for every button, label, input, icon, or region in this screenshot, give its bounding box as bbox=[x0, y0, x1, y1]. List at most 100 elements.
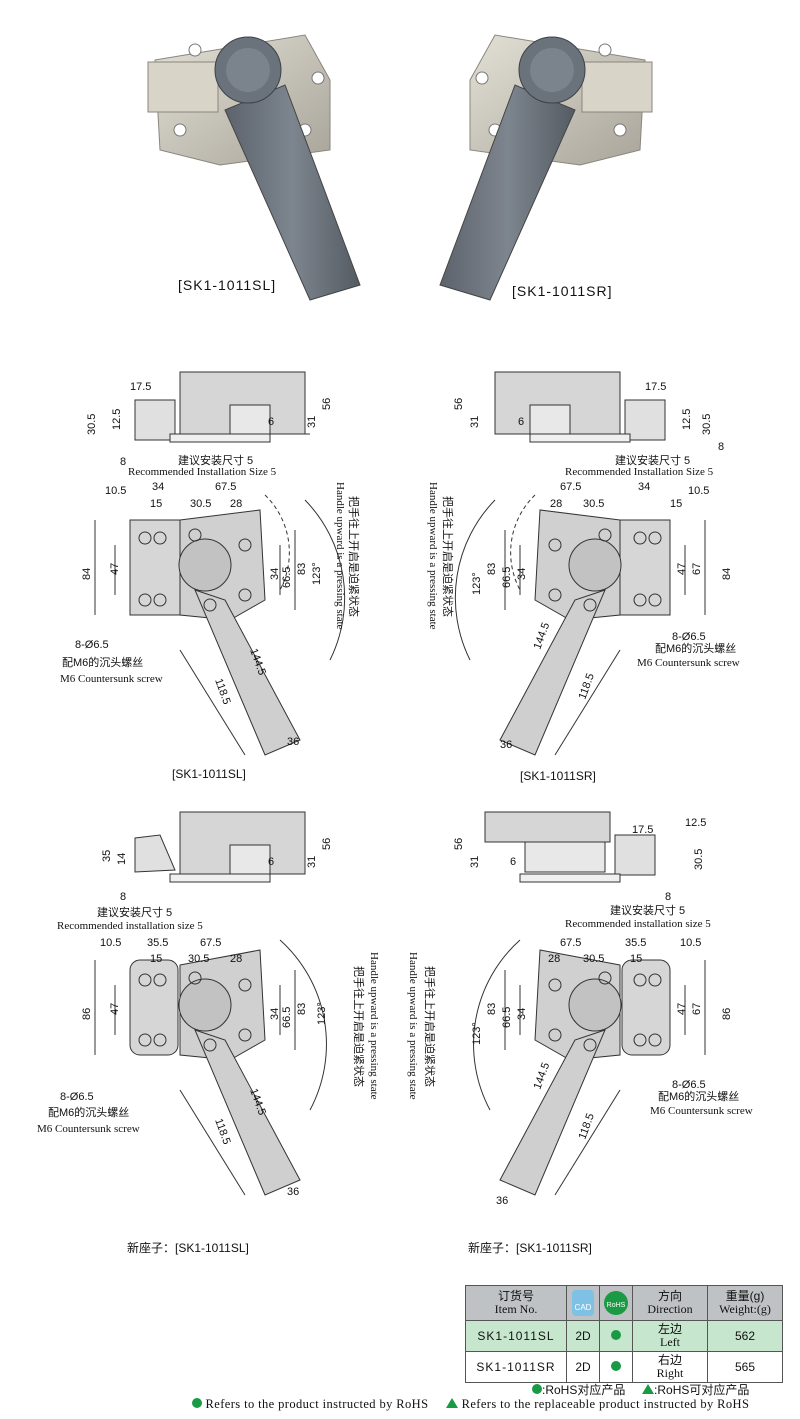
screw-cn-3: 配M6的沉头螺丝 bbox=[48, 1105, 129, 1119]
footer-legend: Refers to the product instructed by RoHS… bbox=[192, 1397, 749, 1412]
svg-text:31: 31 bbox=[306, 856, 318, 868]
cad-cell: 2D bbox=[566, 1351, 600, 1383]
install-en-3: Recommended installation size 5 bbox=[57, 920, 203, 932]
svg-text:17.5: 17.5 bbox=[645, 381, 666, 393]
svg-text:10.5: 10.5 bbox=[680, 937, 701, 949]
svg-text:144.5: 144.5 bbox=[532, 1061, 553, 1091]
latch-photo-left bbox=[147, 34, 361, 301]
table-row: SK1-1011SL 2D 左边 Left 562 bbox=[465, 1320, 783, 1352]
svg-text:83: 83 bbox=[296, 1003, 308, 1015]
svg-text:17.5: 17.5 bbox=[632, 824, 653, 836]
svg-text:83: 83 bbox=[486, 1003, 498, 1015]
svg-text:10.5: 10.5 bbox=[105, 485, 126, 497]
handle-en-1: Handle upward is a pressing state bbox=[334, 482, 346, 630]
svg-text:34: 34 bbox=[269, 1008, 281, 1020]
svg-text:30.5: 30.5 bbox=[583, 953, 604, 965]
svg-text:67: 67 bbox=[691, 1003, 703, 1015]
svg-text:31: 31 bbox=[469, 856, 481, 868]
drawing-caption-4: 新座子：[SK1-1011SR] bbox=[468, 1240, 592, 1255]
svg-text:30.5: 30.5 bbox=[583, 498, 604, 510]
screw-en-1: M6 Countersunk screw bbox=[60, 673, 163, 685]
svg-text:118.5: 118.5 bbox=[577, 672, 597, 701]
svg-text:15: 15 bbox=[150, 498, 162, 510]
svg-text:36: 36 bbox=[287, 1186, 299, 1198]
svg-text:47: 47 bbox=[676, 563, 688, 575]
svg-text:35: 35 bbox=[101, 850, 113, 862]
svg-text:8: 8 bbox=[120, 891, 126, 903]
svg-text:12.5: 12.5 bbox=[111, 409, 123, 430]
svg-text:118.5: 118.5 bbox=[577, 1112, 597, 1141]
install-en-2: Recommended Installation Size 5 bbox=[565, 466, 714, 478]
item-no-cell: SK1-1011SR bbox=[465, 1351, 567, 1383]
screw-spec-2: 8-Ø6.5 bbox=[672, 631, 706, 643]
svg-text:8: 8 bbox=[718, 441, 724, 453]
svg-text:66.5: 66.5 bbox=[501, 1007, 513, 1028]
install-cn-1: 建议安装尺寸 5 bbox=[178, 453, 253, 467]
weight-cell: 562 bbox=[707, 1320, 783, 1352]
svg-text:86: 86 bbox=[81, 1008, 93, 1020]
install-cn-4: 建议安装尺寸 5 bbox=[610, 903, 685, 917]
screw-spec-3: 8-Ø6.5 bbox=[60, 1091, 94, 1103]
svg-text:34: 34 bbox=[638, 481, 650, 493]
handle-cn-2: 把手往上开启是迫紧状态 bbox=[441, 496, 455, 617]
screw-en-2: M6 Countersunk screw bbox=[637, 657, 740, 669]
svg-text:66.5: 66.5 bbox=[501, 567, 513, 588]
svg-text:67.5: 67.5 bbox=[215, 481, 236, 493]
install-en-1: Recommended Installation Size 5 bbox=[128, 466, 277, 478]
handle-cn-4: 把手往上开启是迫紧状态 bbox=[423, 966, 437, 1087]
screw-cn-2: 配M6的沉头螺丝 bbox=[655, 641, 736, 655]
handle-cn-1: 把手往上开启是迫紧状态 bbox=[347, 496, 361, 617]
rohs-dot-icon bbox=[532, 1384, 542, 1394]
screw-cn-4: 配M6的沉头螺丝 bbox=[658, 1089, 739, 1103]
svg-text:67: 67 bbox=[691, 563, 703, 575]
install-cn-3: 建议安装尺寸 5 bbox=[97, 905, 172, 919]
photo-label-right: [SK1-1011SR] bbox=[512, 283, 612, 299]
svg-text:31: 31 bbox=[469, 416, 481, 428]
svg-text:17.5: 17.5 bbox=[130, 381, 151, 393]
product-photos: [SK1-1011SL] [SK1-1011SR] bbox=[147, 34, 653, 301]
svg-text:30.5: 30.5 bbox=[86, 414, 98, 435]
svg-text:14: 14 bbox=[116, 853, 128, 865]
direction-cell: 右边 Right bbox=[632, 1351, 708, 1383]
svg-text:118.5: 118.5 bbox=[212, 677, 232, 706]
cad-icon: CAD bbox=[572, 1290, 594, 1316]
rohs-cell bbox=[599, 1351, 633, 1383]
latch-photo-right bbox=[439, 34, 653, 301]
svg-text:10.5: 10.5 bbox=[100, 937, 121, 949]
svg-text:67.5: 67.5 bbox=[560, 481, 581, 493]
header-item-no: 订货号 Item No. bbox=[465, 1285, 567, 1321]
svg-text:15: 15 bbox=[150, 953, 162, 965]
header-direction: 方向 Direction bbox=[632, 1285, 708, 1321]
rohs-cell bbox=[599, 1320, 633, 1352]
svg-text:31: 31 bbox=[306, 416, 318, 428]
photo-label-left: [SK1-1011SL] bbox=[178, 277, 276, 293]
header-weight: 重量(g) Weight:(g) bbox=[707, 1285, 783, 1321]
svg-text:56: 56 bbox=[321, 838, 333, 850]
svg-text:67.5: 67.5 bbox=[200, 937, 221, 949]
svg-text:47: 47 bbox=[109, 563, 121, 575]
install-cn-2: 建议安装尺寸 5 bbox=[615, 453, 690, 467]
handle-en-4: Handle upward is a pressing state bbox=[407, 952, 419, 1100]
svg-text:28: 28 bbox=[550, 498, 562, 510]
svg-text:30.5: 30.5 bbox=[188, 953, 209, 965]
rohs-triangle-icon bbox=[446, 1398, 459, 1408]
svg-text:84: 84 bbox=[721, 568, 733, 580]
handle-en-3: Handle upward is a pressing state bbox=[368, 952, 380, 1100]
svg-text:15: 15 bbox=[630, 953, 642, 965]
svg-text:67.5: 67.5 bbox=[560, 937, 581, 949]
svg-text:34: 34 bbox=[516, 568, 528, 580]
rohs-dot-icon bbox=[192, 1398, 202, 1408]
svg-text:118.5: 118.5 bbox=[212, 1117, 232, 1146]
svg-text:47: 47 bbox=[109, 1003, 121, 1015]
svg-text:8: 8 bbox=[665, 891, 671, 903]
table-legend: :RoHS对应产品 :RoHS可对应产品 bbox=[532, 1381, 749, 1398]
screw-spec-1: 8-Ø6.5 bbox=[75, 639, 109, 651]
svg-text:28: 28 bbox=[230, 498, 242, 510]
screw-spec-4: 8-Ø6.5 bbox=[672, 1079, 706, 1091]
svg-text:34: 34 bbox=[269, 568, 281, 580]
svg-text:144.5: 144.5 bbox=[532, 621, 553, 651]
